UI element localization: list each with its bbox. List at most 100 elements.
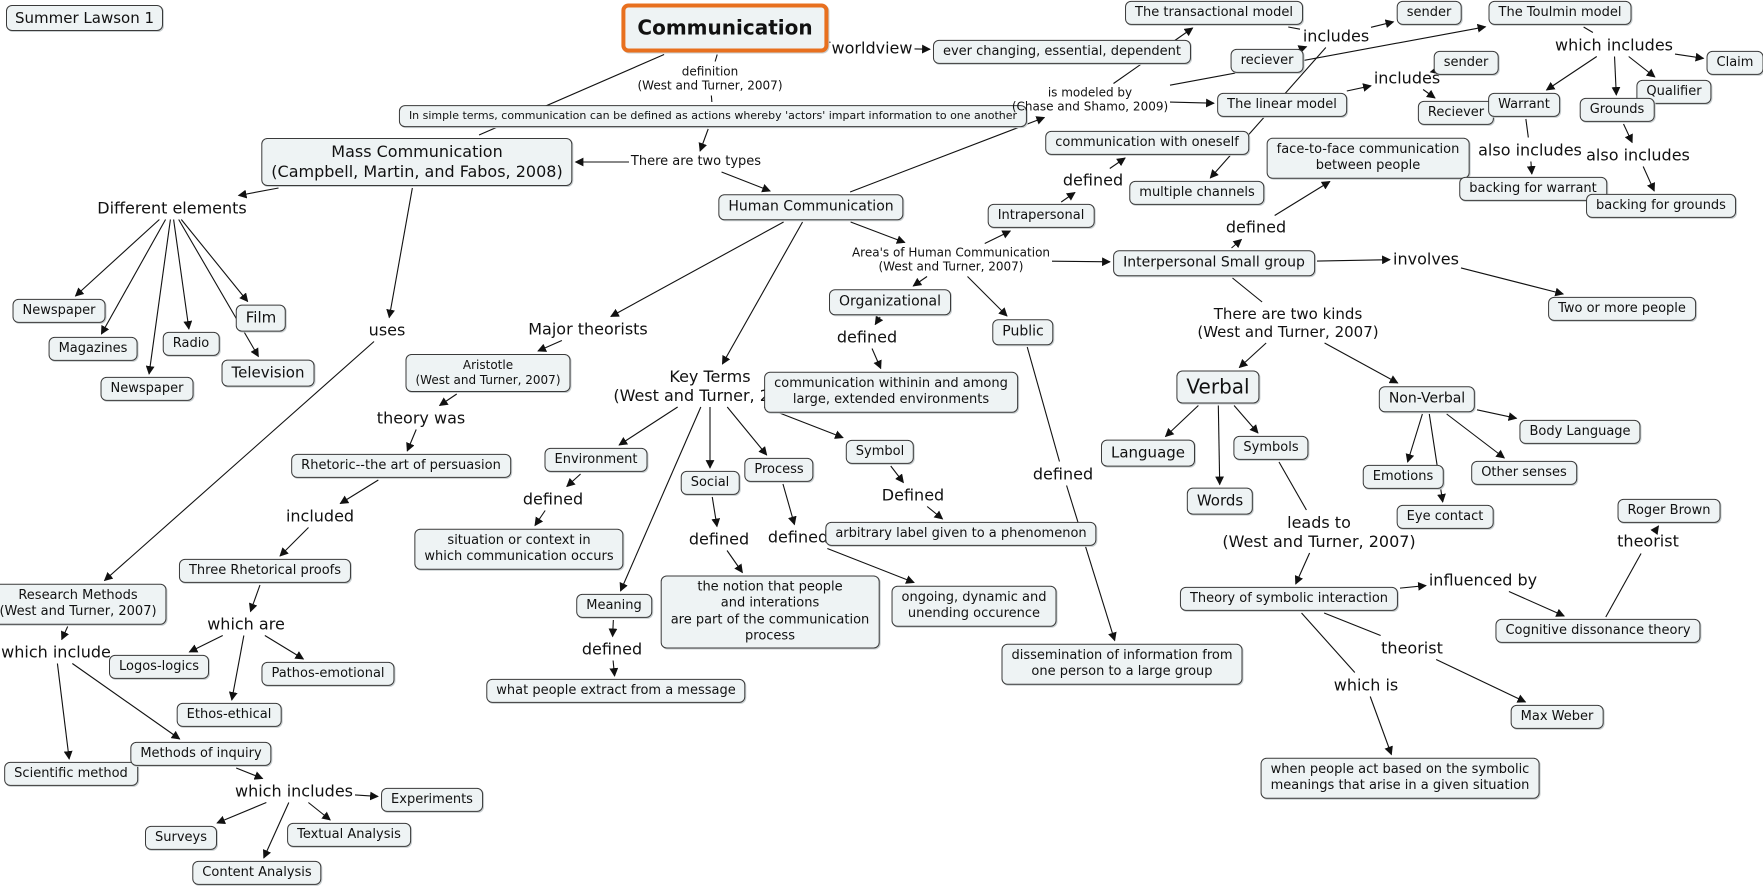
node-verbal[interactable]: Verbal [1176, 370, 1260, 404]
node-claim[interactable]: Claim [1706, 50, 1763, 76]
node-reciever2[interactable]: Reciever [1417, 100, 1495, 126]
node-magazines[interactable]: Magazines [48, 336, 138, 362]
node-social-def[interactable]: the notion that people and interations a… [660, 575, 880, 649]
node-intrapersonal[interactable]: Intrapersonal [987, 203, 1095, 229]
node-experiments[interactable]: Experiments [381, 787, 483, 813]
node-intra-def[interactable]: communication with oneself [1045, 130, 1249, 156]
node-max-weber[interactable]: Max Weber [1510, 704, 1604, 730]
link-label-uses-lbl: uses [368, 320, 406, 340]
connector-meaning-defined-lbl-to-meaning-def [609, 660, 619, 677]
node-eye-contact[interactable]: Eye contact [1396, 504, 1494, 530]
node-textual-analysis[interactable]: Textual Analysis [287, 822, 411, 848]
node-non-verbal[interactable]: Non-Verbal [1378, 386, 1476, 412]
node-environment[interactable]: Environment [544, 447, 648, 473]
node-transactional[interactable]: The transactional model [1125, 0, 1303, 26]
node-symbols[interactable]: Symbols [1233, 435, 1309, 461]
node-env-def[interactable]: situation or context in which communicat… [414, 528, 624, 570]
connector-major-theorists-lbl-to-aristotle [537, 339, 563, 352]
node-three-proofs[interactable]: Three Rhetorical proofs [178, 558, 352, 584]
link-label-symbol-defined-lbl: Defined [881, 485, 945, 505]
link-label-org-defined-lbl: defined [836, 327, 898, 347]
node-language[interactable]: Language [1100, 439, 1196, 467]
node-methods-inquiry[interactable]: Methods of inquiry [130, 741, 272, 767]
connector-symbolic-interaction-to-which-is-lbl [1301, 612, 1356, 673]
node-definition[interactable]: In simple terms, communication can be de… [398, 105, 1028, 127]
node-process-def[interactable]: ongoing, dynamic and unending occurence [891, 585, 1057, 627]
node-linear[interactable]: The linear model [1217, 92, 1347, 118]
node-ethos[interactable]: Ethos-ethical [176, 702, 282, 728]
connector-which-are-lbl-to-ethos [228, 635, 245, 701]
node-communication[interactable]: Communication [621, 3, 829, 53]
connector-communication-to-definition-lbl [714, 54, 718, 62]
link-label-involves-lbl: involves [1393, 249, 1459, 269]
node-surveys[interactable]: Surveys [145, 825, 217, 851]
node-symbol[interactable]: Symbol [845, 439, 915, 465]
node-backing-warrant[interactable]: backing for warrant [1459, 176, 1607, 202]
connector-transactional-to-includes-lbl1 [1288, 26, 1301, 30]
node-meaning-def[interactable]: what people extract from a message [486, 678, 746, 704]
link-label-included-lbl: included [285, 506, 355, 526]
connector-interpersonal-to-involves-lbl [1316, 255, 1391, 265]
node-public-def[interactable]: dissemination of information from one pe… [1001, 643, 1243, 685]
node-rhetoric[interactable]: Rhetoric--the art of persuasion [291, 453, 511, 479]
node-process[interactable]: Process [744, 457, 814, 483]
node-aristotle[interactable]: Aristotle (West and Turner, 2007) [405, 354, 571, 392]
connector-warrant-to-also-includes-lbl1 [1525, 118, 1529, 138]
node-mass-comm[interactable]: Mass Communication (Campbell, Martin, an… [261, 138, 573, 186]
node-toulmin[interactable]: The Toulmin model [1488, 0, 1632, 26]
connector-social-defined-lbl-to-social-def [726, 550, 743, 574]
node-emotions[interactable]: Emotions [1362, 464, 1444, 490]
node-social[interactable]: Social [680, 470, 740, 496]
connector-symbols-to-leads-to-lbl [1278, 461, 1307, 511]
node-org-def[interactable]: communication withinin and among large, … [764, 371, 1018, 413]
node-multiple-channels[interactable]: multiple channels [1129, 180, 1265, 206]
node-newspaper1[interactable]: Newspaper [12, 298, 106, 324]
connector-non-verbal-to-other-senses [1446, 413, 1506, 459]
node-film[interactable]: Film [235, 304, 287, 332]
link-label-areas-lbl: Area's of Human Communication (West and … [851, 245, 1051, 274]
node-qualifier[interactable]: Qualifier [1636, 79, 1712, 105]
node-body-language[interactable]: Body Language [1519, 419, 1641, 445]
link-label-leads-to-lbl: leads to (West and Turner, 2007) [1222, 512, 1416, 551]
node-grounds[interactable]: Grounds [1579, 97, 1655, 123]
connector-social-to-social-defined-lbl [711, 496, 721, 528]
node-human-comm[interactable]: Human Communication [718, 194, 904, 220]
node-sender1[interactable]: sender [1396, 0, 1462, 26]
node-two-more-people[interactable]: Two or more people [1548, 296, 1696, 322]
node-scientific-method[interactable]: Scientific method [4, 761, 138, 787]
node-symbol-def[interactable]: arbitrary label given to a phenomenon [825, 521, 1097, 547]
connector-modeled-by-lbl-to-linear [1169, 98, 1215, 108]
node-sender2[interactable]: sender [1433, 50, 1499, 76]
link-label-process-defined-lbl: defined [767, 527, 829, 547]
connector-diff-elements-lbl-to-radio [173, 219, 193, 330]
node-reciever1[interactable]: reciever [1230, 48, 1304, 74]
node-roger-brown[interactable]: Roger Brown [1617, 498, 1721, 524]
connector-process-to-process-defined-lbl [782, 483, 797, 526]
node-research-methods[interactable]: Research Methods (West and Turner, 2007) [0, 583, 167, 625]
node-interpersonal[interactable]: Interpersonal Small group [1113, 250, 1315, 276]
link-label-two-types-lbl: There are two types [630, 154, 762, 170]
node-pathos[interactable]: Pathos-emotional [261, 661, 395, 687]
node-other-senses[interactable]: Other senses [1471, 460, 1577, 486]
node-newspaper2[interactable]: Newspaper [100, 376, 194, 402]
node-symbolic-interaction[interactable]: Theory of symbolic interaction [1179, 586, 1399, 612]
link-label-modeled-by-lbl: is modeled by (Chase and Shamo, 2009) [1011, 85, 1169, 114]
node-television[interactable]: Television [221, 359, 315, 387]
node-organizational[interactable]: Organizational [829, 289, 951, 315]
node-public[interactable]: Public [992, 319, 1054, 345]
connector-public-to-public-defined-lbl [1026, 346, 1061, 462]
node-ever-changing[interactable]: ever changing, essential, dependent [932, 39, 1192, 65]
node-logos[interactable]: Logos-logics [109, 654, 209, 680]
node-inter-def[interactable]: face-to-face communication between peopl… [1266, 137, 1470, 179]
node-words[interactable]: Words [1186, 487, 1254, 515]
node-symbolic-def[interactable]: when people act based on the symbolic me… [1260, 757, 1540, 799]
link-label-meaning-defined-lbl: defined [581, 639, 643, 659]
node-cognitive-dissonance[interactable]: Cognitive dissonance theory [1495, 618, 1701, 644]
node-content-analysis[interactable]: Content Analysis [192, 860, 322, 886]
node-radio[interactable]: Radio [162, 331, 220, 357]
node-meaning[interactable]: Meaning [576, 593, 652, 619]
connector-non-verbal-to-emotions [1405, 413, 1423, 463]
node-warrant[interactable]: Warrant [1488, 92, 1560, 118]
connector-includes-lbl1-to-sender1 [1370, 19, 1395, 28]
node-backing-grounds[interactable]: backing for grounds [1586, 193, 1736, 219]
